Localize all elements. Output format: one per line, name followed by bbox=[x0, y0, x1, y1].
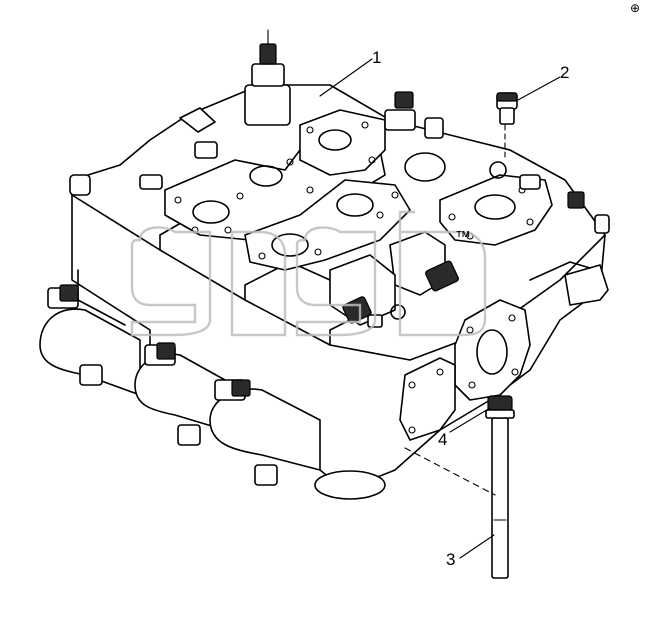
flange-plate-center bbox=[244, 179, 411, 271]
callout-3: 3 bbox=[446, 534, 495, 569]
callout-4: 4 bbox=[438, 407, 491, 449]
callout-4-label: 4 bbox=[438, 430, 447, 449]
bolt-path-dash bbox=[404, 447, 496, 496]
part-3-bolt bbox=[491, 417, 509, 579]
corner-mark: ⊕ bbox=[630, 1, 640, 15]
callout-1: 1 bbox=[319, 48, 381, 97]
watermark-logo: ™ bbox=[130, 210, 487, 337]
callout-2: 2 bbox=[517, 63, 569, 101]
callout-1-label: 1 bbox=[372, 48, 381, 67]
callout-3-label: 3 bbox=[446, 550, 455, 569]
callout-2-label: 2 bbox=[560, 63, 569, 82]
valve-block bbox=[39, 29, 610, 500]
part-2-fitting bbox=[496, 92, 518, 159]
part-4-nut bbox=[485, 395, 515, 419]
relief-valve-top bbox=[244, 29, 291, 126]
spool-housing-2 bbox=[134, 344, 226, 446]
watermark-tm: ™ bbox=[455, 229, 471, 246]
